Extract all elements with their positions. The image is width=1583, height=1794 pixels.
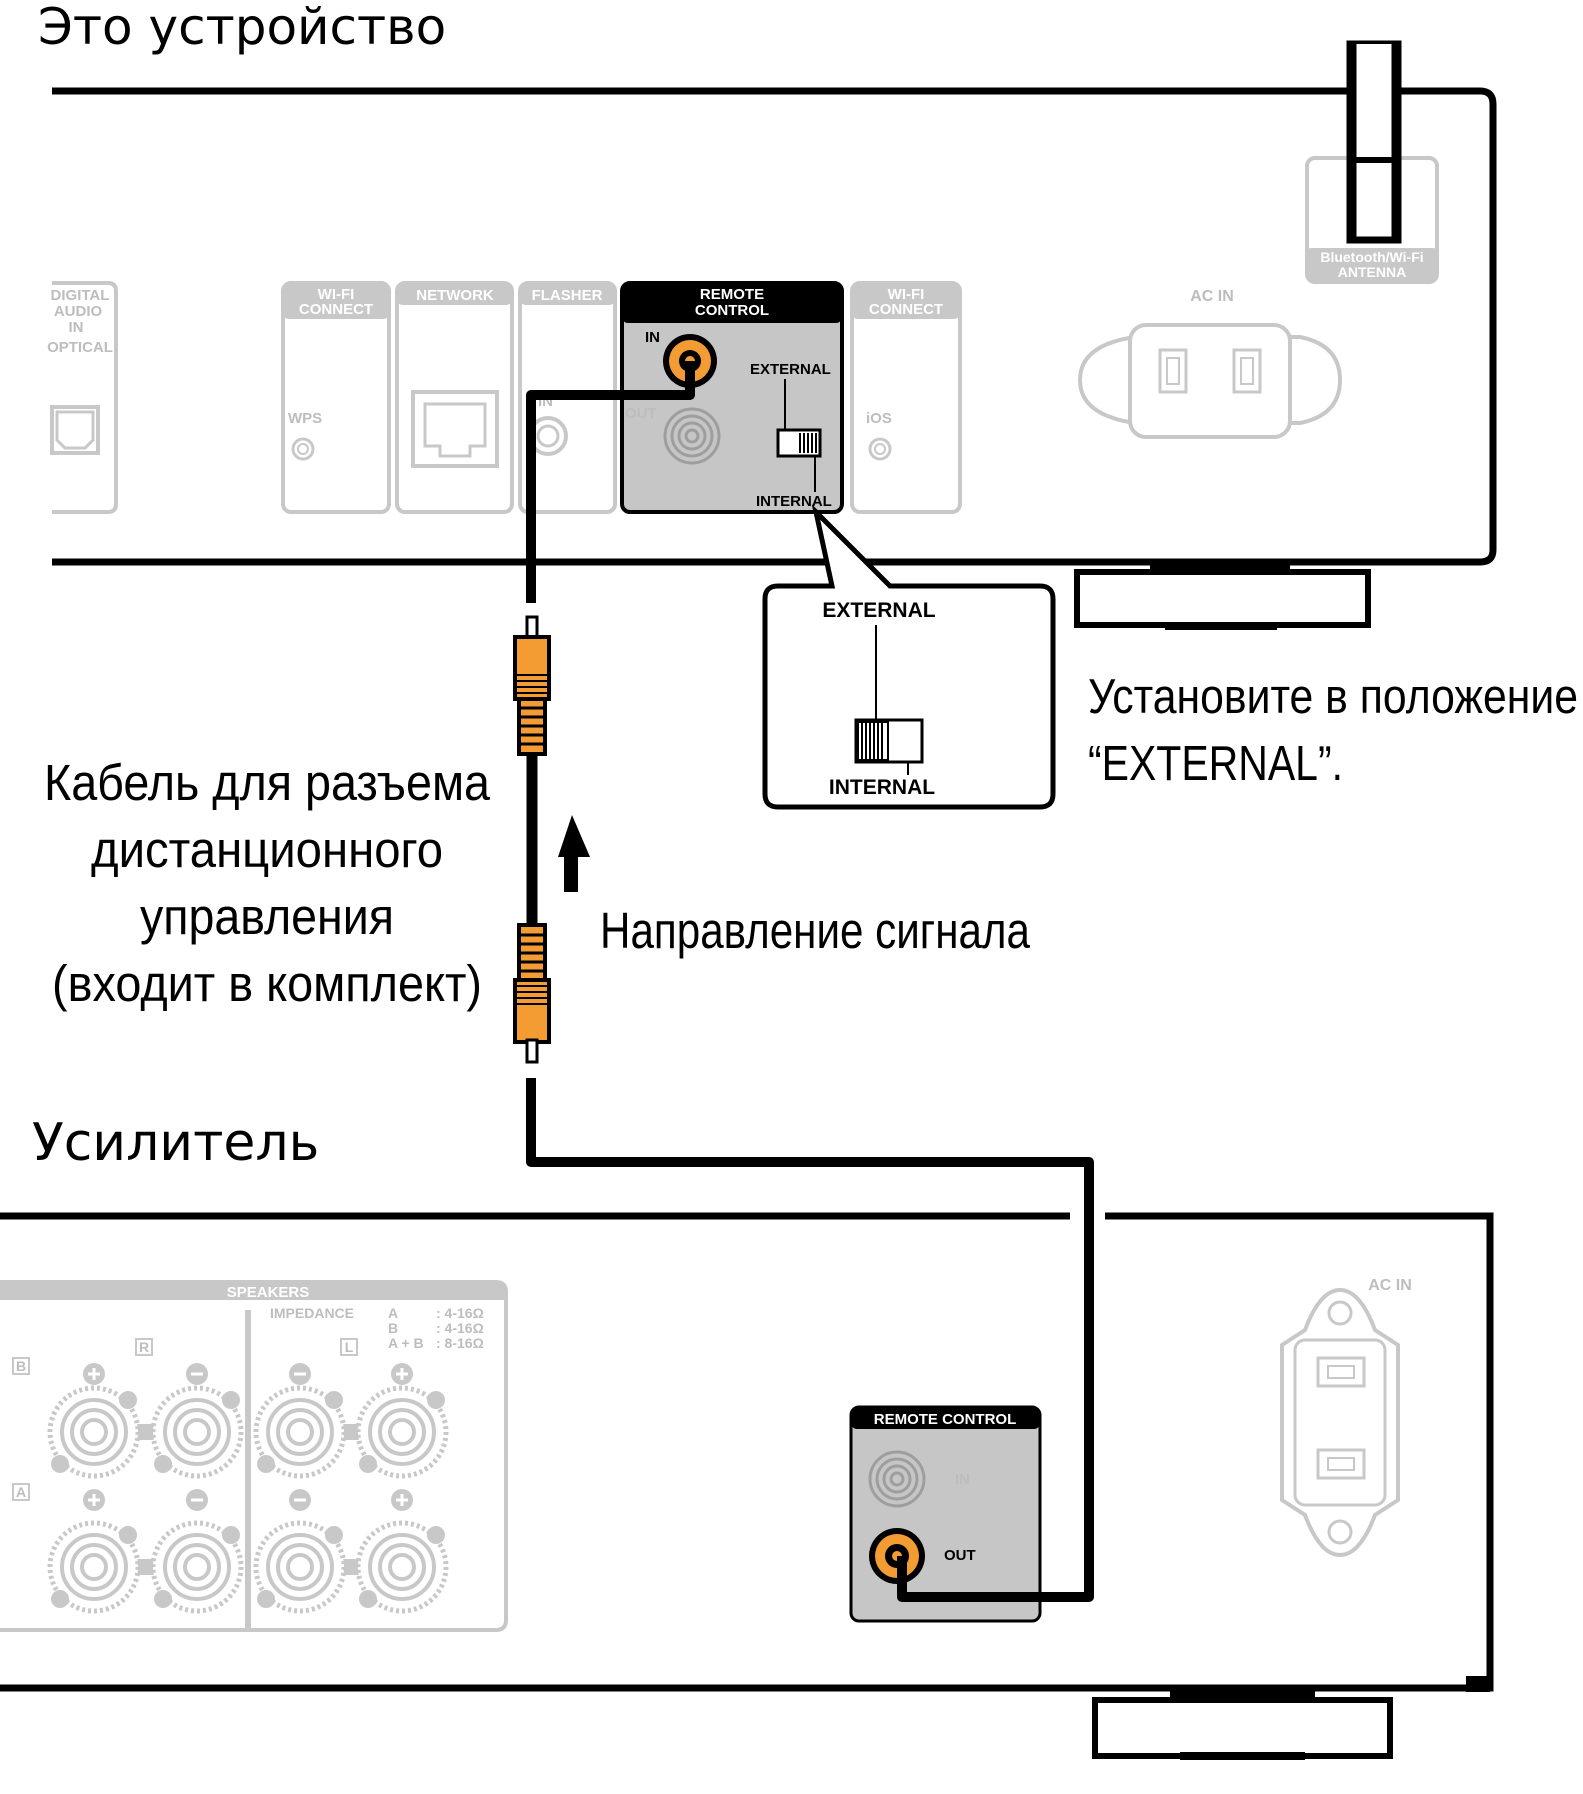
impedance-b-value: : 4-16Ω: [436, 1320, 484, 1336]
cable-plug-bottom: [513, 978, 551, 1044]
impedance-a-value: : 4-16Ω: [436, 1305, 484, 1321]
cable-caption-line-2: дистанционного: [91, 821, 443, 878]
ios-label: iOS: [866, 410, 892, 427]
device-remote-control-section: REMOTE CONTROL IN OUT EXTERNAL INTERNAL: [620, 281, 844, 514]
device-internal-label: INTERNAL: [756, 493, 832, 510]
cable-plug-top: [513, 635, 551, 701]
antenna-section: Bluetooth/Wi-Fi ANTENNA: [1305, 40, 1439, 284]
speakers-section: SPEAKERS IMPEDANCE A B A + B : 4-16Ω : 4…: [0, 1280, 508, 1632]
bank-a-label: A: [16, 1484, 26, 1500]
bank-b-label: B: [16, 1358, 26, 1374]
impedance-label: IMPEDANCE: [270, 1305, 354, 1321]
zoom-external-label: EXTERNAL: [822, 599, 935, 622]
wifi-connect-right-label-2: CONNECT: [869, 301, 943, 318]
cable-caption-line-3: управления: [140, 888, 394, 945]
amp-remote-control-section: REMOTE CONTROL IN OUT: [849, 1405, 1042, 1623]
cable-caption-line-4: (входит в комплект): [52, 955, 482, 1012]
speakers-label: SPEAKERS: [227, 1284, 310, 1301]
impedance-b: B: [388, 1320, 398, 1336]
amplifier-foot: [1092, 1697, 1393, 1759]
device-foot: [1074, 569, 1371, 628]
impedance-ab: A + B: [388, 1335, 424, 1351]
digital-audio-optical-section: DIGITAL AUDIO IN OPTICAL: [47, 281, 118, 514]
amplifier-chassis: [0, 1212, 1494, 1760]
device-chassis: [52, 87, 1497, 630]
device-rc-in-label: IN: [645, 329, 660, 346]
device-external-label: EXTERNAL: [750, 361, 831, 378]
impedance-a: A: [388, 1305, 398, 1321]
device-title: Это устройство: [38, 0, 446, 56]
amp-ac-inlet: AC IN: [1280, 1277, 1412, 1558]
speaker-terminals: [47, 1363, 449, 1614]
amp-rc-out-label: OUT: [944, 1547, 976, 1564]
ios-button: [868, 437, 892, 461]
amp-ac-in-label: AC IN: [1368, 1277, 1412, 1294]
signal-direction-arrow: [558, 815, 590, 892]
network-section: NETWORK: [395, 281, 514, 514]
amplifier-title: Усилитель: [32, 1113, 319, 1173]
device-rc-out-jack: [663, 407, 721, 465]
remote-control-label-1: REMOTE: [700, 286, 764, 303]
wps-label: WPS: [288, 410, 322, 427]
wps-button: [291, 437, 315, 461]
antenna-label-1: Bluetooth/Wi-Fi: [1320, 249, 1423, 265]
amp-rc-in-jack: [868, 1450, 926, 1508]
optical-jack: [50, 405, 100, 455]
impedance-ab-value: : 8-16Ω: [436, 1335, 484, 1351]
digital-audio-label-3: IN: [69, 319, 84, 336]
amp-rc-in-label: IN: [955, 1471, 970, 1488]
wifi-connect-left-label-1: WI-FI: [318, 286, 355, 303]
zoom-internal-label: INTERNAL: [829, 776, 935, 799]
channel-l-label: L: [345, 1339, 354, 1355]
cable-caption-line-1: Кабель для разъема: [44, 754, 491, 811]
flasher-label: FLASHER: [532, 287, 603, 304]
digital-audio-label-2: AUDIO: [54, 303, 103, 320]
set-position-line-2: “EXTERNAL”.: [1088, 737, 1343, 791]
device-rc-out-label: OUT: [625, 405, 657, 422]
antenna-label-2: ANTENNA: [1338, 264, 1406, 280]
wifi-connect-right-section: WI-FI CONNECT iOS: [850, 281, 962, 514]
network-label: NETWORK: [416, 287, 494, 304]
digital-audio-label-1: DIGITAL: [51, 287, 110, 304]
device-ac-inlet: AC IN: [1077, 288, 1343, 439]
channel-r-label: R: [139, 1339, 149, 1355]
wifi-connect-left-label-2: CONNECT: [299, 301, 373, 318]
wifi-connect-right-label-1: WI-FI: [888, 286, 925, 303]
switch-zoom-callout: EXTERNAL INTERNAL: [762, 504, 1056, 810]
ethernet-jack: [411, 390, 499, 468]
remote-control-cable: [513, 361, 1094, 1602]
set-position-line-1: Установите в положение: [1088, 670, 1578, 724]
signal-direction-label: Направление сигнала: [600, 902, 1031, 959]
wifi-connect-left-section: WI-FI CONNECT WPS: [281, 281, 391, 514]
amp-remote-control-label: REMOTE CONTROL: [874, 1411, 1017, 1428]
device-ac-in-label: AC IN: [1190, 288, 1234, 305]
digital-audio-label-4: OPTICAL: [47, 339, 113, 356]
remote-control-label-2: CONTROL: [695, 302, 769, 319]
